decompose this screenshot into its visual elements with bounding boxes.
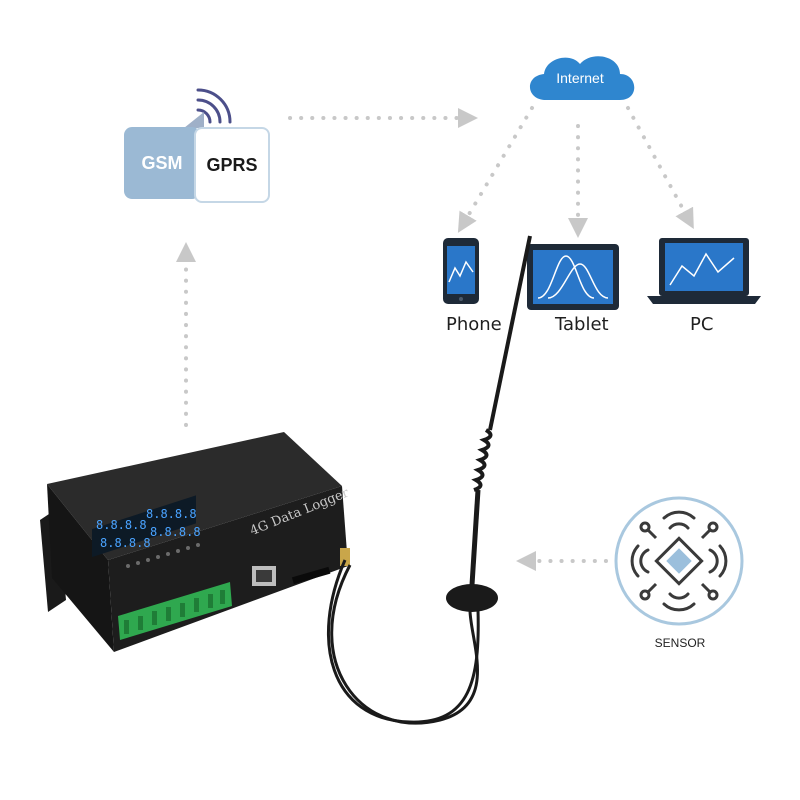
gprs-box: GPRS bbox=[194, 127, 270, 203]
svg-text:8.8.8.8: 8.8.8.8 bbox=[100, 536, 151, 550]
internet-cloud-icon bbox=[529, 56, 635, 100]
antenna-icon bbox=[326, 235, 532, 725]
tablet-icon bbox=[527, 244, 619, 310]
phone-icon bbox=[443, 238, 479, 304]
gsm-label: GSM bbox=[141, 152, 183, 173]
pc-label: PC bbox=[690, 314, 714, 335]
phone-label: Phone bbox=[446, 314, 502, 335]
tablet-label: Tablet bbox=[555, 314, 609, 335]
gprs-label: GPRS bbox=[206, 154, 258, 175]
flow-arrows bbox=[176, 106, 694, 571]
svg-text:8.8.8.8: 8.8.8.8 bbox=[96, 518, 147, 532]
arrow-internet-to-phone bbox=[457, 106, 534, 233]
arrow-internet-to-pc bbox=[626, 106, 694, 230]
internet-label: Internet bbox=[556, 70, 604, 86]
wireless-signal-icon bbox=[184, 88, 232, 128]
sensor-label: SENSOR bbox=[654, 636, 706, 650]
data-logger-device: 8.8.8.8 8.8.8.8 8.8.8.8 8.8.8.8 bbox=[40, 432, 350, 652]
gsm-box: GSM bbox=[124, 127, 200, 199]
svg-text:8.8.8.8: 8.8.8.8 bbox=[150, 525, 201, 539]
sensor-icon bbox=[614, 496, 744, 626]
laptop-icon bbox=[647, 238, 761, 304]
svg-text:8.8.8.8: 8.8.8.8 bbox=[146, 507, 197, 521]
